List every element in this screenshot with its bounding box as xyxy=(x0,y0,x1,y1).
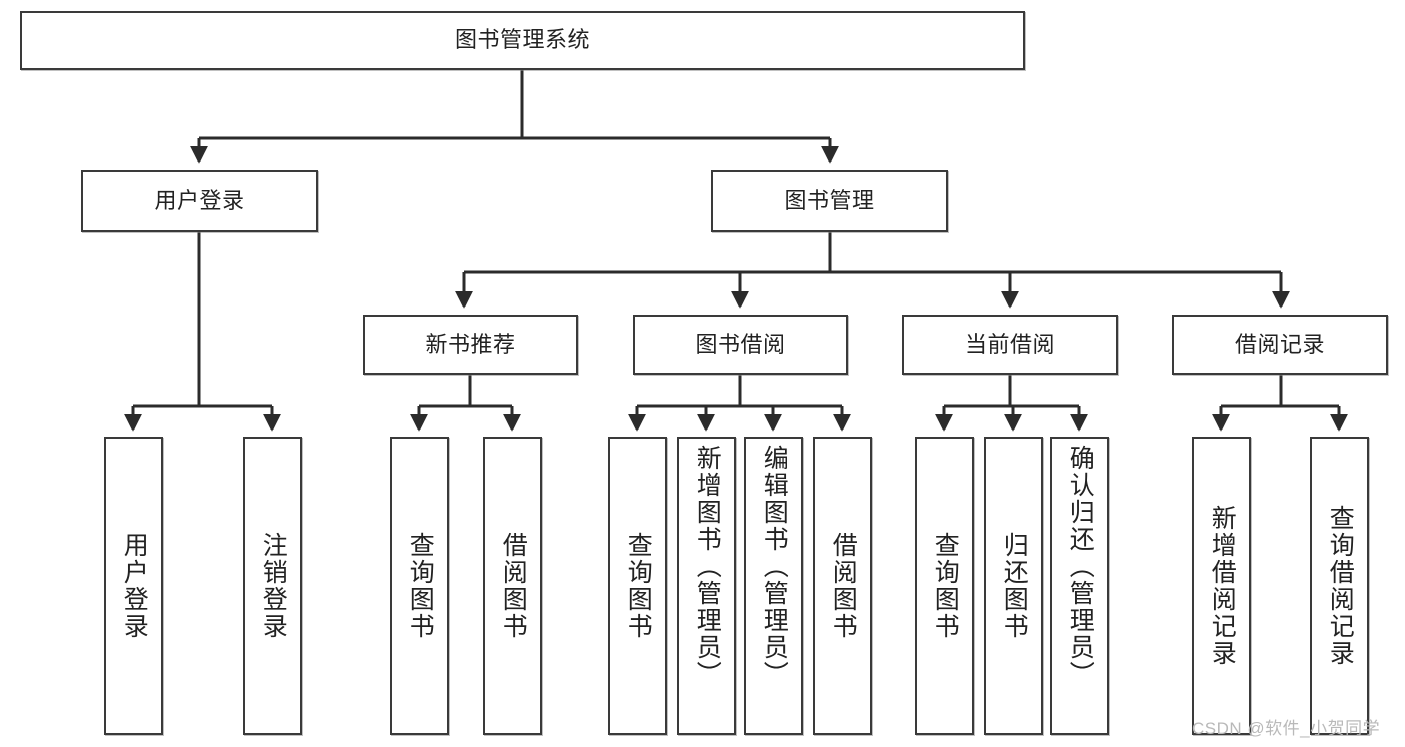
node-leaf-add-book[interactable]: 新增图书（管理员） xyxy=(677,437,736,735)
node-current-borrow-label: 当前借阅 xyxy=(964,331,1055,357)
node-leaf-add-record[interactable]: 新增借阅记录 xyxy=(1192,437,1251,735)
node-new-book-recommend[interactable]: 新书推荐 xyxy=(363,315,578,375)
node-leaf-query-book-2-label: 查询图书 xyxy=(624,532,653,640)
node-book-borrow[interactable]: 图书借阅 xyxy=(633,315,848,375)
node-leaf-add-record-label: 新增借阅记录 xyxy=(1208,505,1237,667)
node-leaf-return-book[interactable]: 归还图书 xyxy=(984,437,1043,735)
node-leaf-add-book-label: 新增图书（管理员） xyxy=(693,445,722,688)
node-leaf-query-record-label: 查询借阅记录 xyxy=(1326,505,1355,667)
node-leaf-confirm-return-label: 确认归还（管理员） xyxy=(1066,445,1095,688)
node-leaf-query-book-3-label: 查询图书 xyxy=(931,532,960,640)
node-leaf-borrow-book-2[interactable]: 借阅图书 xyxy=(813,437,872,735)
node-new-book-recommend-label: 新书推荐 xyxy=(425,331,516,357)
node-leaf-return-book-label: 归还图书 xyxy=(1000,532,1029,640)
node-leaf-logout-login-label: 注销登录 xyxy=(259,532,288,640)
node-borrow-record[interactable]: 借阅记录 xyxy=(1172,315,1388,375)
node-user-login[interactable]: 用户登录 xyxy=(81,170,318,232)
node-leaf-logout-login[interactable]: 注销登录 xyxy=(243,437,302,735)
node-leaf-query-book-2[interactable]: 查询图书 xyxy=(608,437,667,735)
node-borrow-record-label: 借阅记录 xyxy=(1234,331,1325,357)
node-leaf-user-login-label: 用户登录 xyxy=(120,532,149,640)
node-leaf-borrow-book-1-label: 借阅图书 xyxy=(499,532,528,640)
node-current-borrow[interactable]: 当前借阅 xyxy=(902,315,1118,375)
node-leaf-confirm-return[interactable]: 确认归还（管理员） xyxy=(1050,437,1109,735)
node-book-borrow-label: 图书借阅 xyxy=(695,331,786,357)
node-leaf-query-book-3[interactable]: 查询图书 xyxy=(915,437,974,735)
node-root[interactable]: 图书管理系统 xyxy=(20,11,1025,70)
node-user-login-label: 用户登录 xyxy=(154,187,245,213)
node-leaf-edit-book-label: 编辑图书（管理员） xyxy=(760,445,789,688)
node-book-management-label: 图书管理 xyxy=(784,187,875,213)
node-root-label: 图书管理系统 xyxy=(454,27,590,53)
node-leaf-user-login[interactable]: 用户登录 xyxy=(104,437,163,735)
node-leaf-borrow-book-1[interactable]: 借阅图书 xyxy=(483,437,542,735)
csdn-watermark: CSDN @软件_小贺同学 xyxy=(1192,719,1381,738)
node-book-management[interactable]: 图书管理 xyxy=(711,170,948,232)
node-leaf-query-book-1-label: 查询图书 xyxy=(406,532,435,640)
node-leaf-query-record[interactable]: 查询借阅记录 xyxy=(1310,437,1369,735)
node-leaf-query-book-1[interactable]: 查询图书 xyxy=(390,437,449,735)
node-leaf-borrow-book-2-label: 借阅图书 xyxy=(829,532,858,640)
node-leaf-edit-book[interactable]: 编辑图书（管理员） xyxy=(744,437,803,735)
